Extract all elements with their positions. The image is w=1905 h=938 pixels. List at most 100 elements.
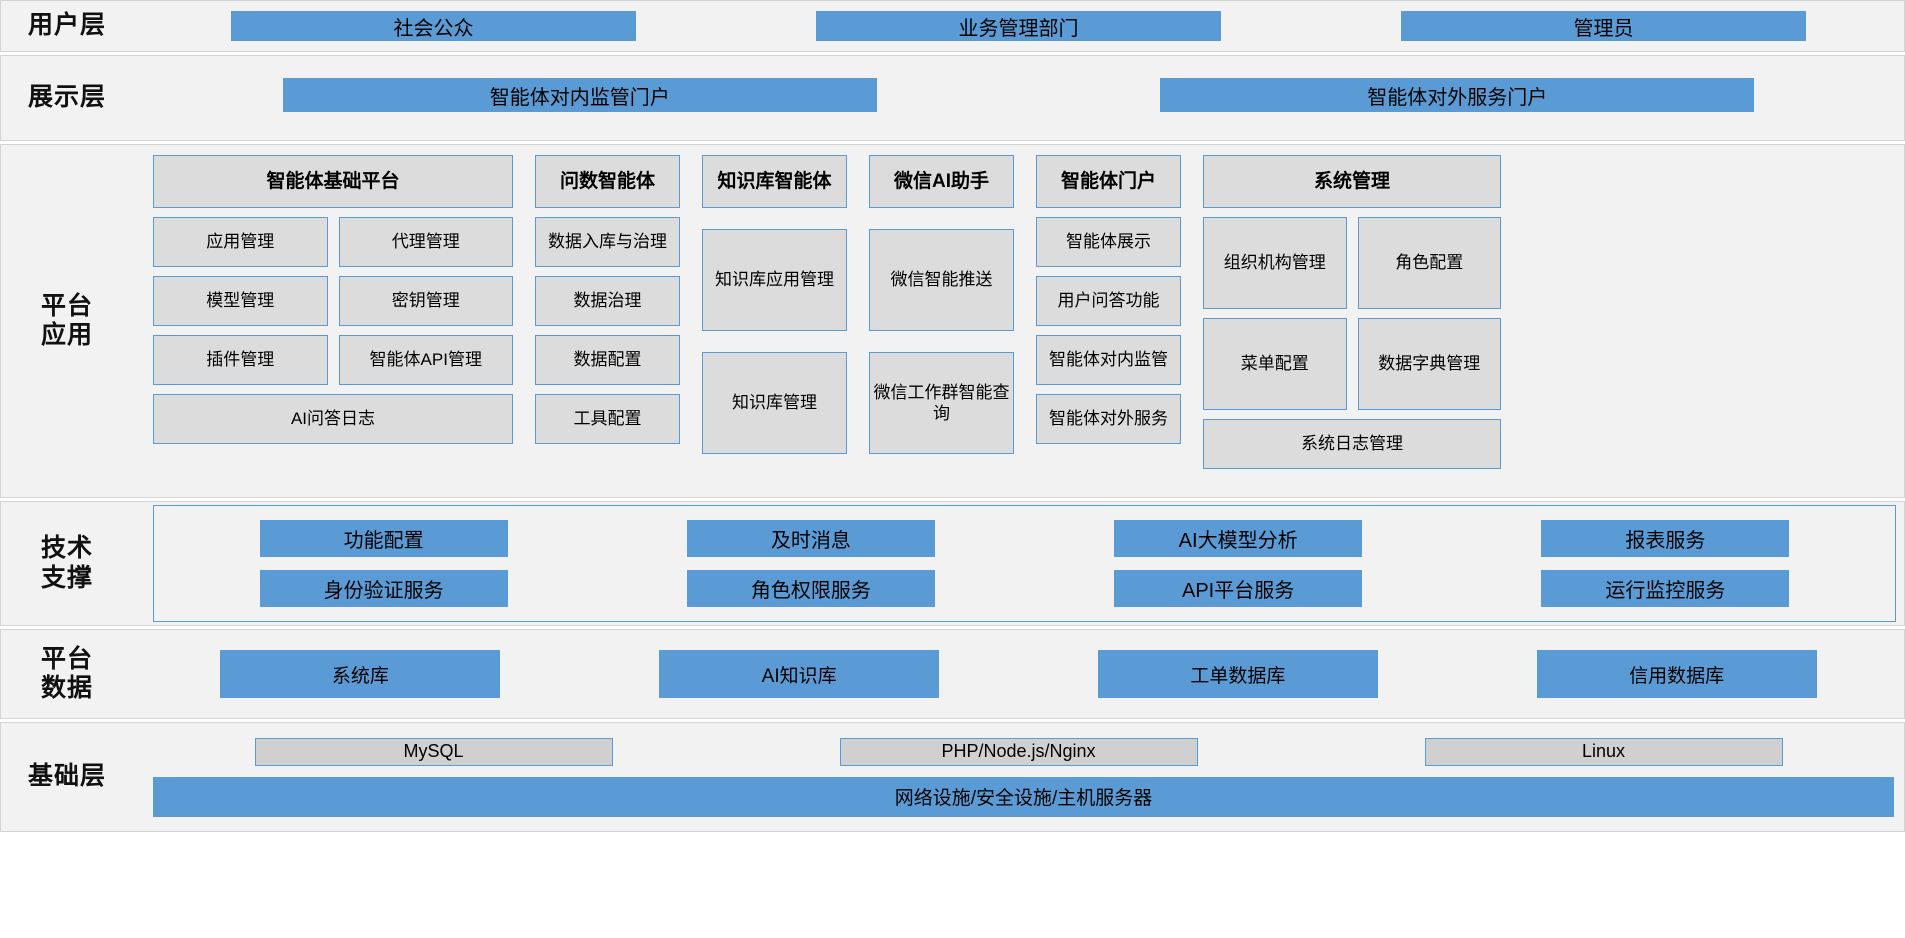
item-org-management[interactable]: 组织机构管理	[1203, 217, 1347, 309]
group-agent-portal: 智能体门户 智能体展示 用户问答功能 智能体对内监管 智能体对外服务	[1036, 155, 1181, 485]
column-spacer	[1014, 155, 1036, 485]
column-spacer	[847, 155, 869, 485]
base-item-linux[interactable]: Linux	[1424, 737, 1783, 766]
tech-slot-2: 及时消息	[597, 520, 1024, 557]
group-title-wechat-ai-assistant[interactable]: 微信AI助手	[869, 155, 1014, 208]
group-row: 智能体对外服务	[1036, 394, 1181, 444]
data-item-ai-knowledge-db[interactable]: AI知识库	[659, 650, 940, 698]
layer-presentation-body: 智能体对内监管门户 智能体对外服务门户	[133, 56, 1904, 140]
group-row: 微信工作群智能查询	[869, 352, 1014, 454]
group-row: 知识库管理	[702, 352, 847, 454]
tech-slot-1: 功能配置	[170, 520, 597, 557]
item-tool-config[interactable]: 工具配置	[535, 394, 680, 444]
base-row-2: 网络设施/安全设施/主机服务器	[141, 776, 1896, 817]
layer-platform-data: 平台 数据 系统库 AI知识库 工单数据库 信用数据库	[0, 629, 1905, 719]
tech-item-ai-llm-analysis[interactable]: AI大模型分析	[1114, 520, 1363, 557]
item-model-management[interactable]: 模型管理	[153, 276, 328, 326]
tech-item-auth-service[interactable]: 身份验证服务	[259, 570, 508, 607]
group-row: 微信智能推送	[869, 229, 1014, 331]
item-agent-internal-supervision[interactable]: 智能体对内监管	[1036, 335, 1181, 385]
platform-label-line2: 应用	[40, 321, 93, 349]
presentation-item-internal-portal[interactable]: 智能体对内监管门户	[282, 78, 877, 112]
base-row-1: MySQL PHP/Node.js/Nginx Linux	[141, 737, 1896, 766]
item-wechat-smart-push[interactable]: 微信智能推送	[869, 229, 1014, 331]
group-title-agent-portal[interactable]: 智能体门户	[1036, 155, 1181, 208]
item-system-log-management[interactable]: 系统日志管理	[1203, 419, 1501, 469]
group-spacer	[702, 340, 847, 352]
group-title-knowledge-base-agent[interactable]: 知识库智能体	[702, 155, 847, 208]
tech-item-api-platform-service[interactable]: API平台服务	[1114, 570, 1363, 607]
data-item-system-db[interactable]: 系统库	[220, 650, 501, 698]
user-item-admin[interactable]: 管理员	[1401, 11, 1806, 41]
item-kb-app-management[interactable]: 知识库应用管理	[702, 229, 847, 331]
base-item-infrastructure[interactable]: 网络设施/安全设施/主机服务器	[153, 776, 1894, 817]
item-agent-management[interactable]: 代理管理	[338, 217, 513, 267]
group-agent-base-platform: 智能体基础平台 应用管理 代理管理 模型管理 密钥管理 插件管理 智能体API管…	[153, 155, 513, 485]
tech-item-instant-message[interactable]: 及时消息	[686, 520, 935, 557]
data-slot-2: AI知识库	[580, 650, 1019, 698]
item-menu-config[interactable]: 菜单配置	[1203, 318, 1347, 410]
item-agent-external-service[interactable]: 智能体对外服务	[1036, 394, 1181, 444]
item-role-config[interactable]: 角色配置	[1357, 217, 1501, 309]
item-data-dictionary-management[interactable]: 数据字典管理	[1357, 318, 1501, 410]
item-kb-management[interactable]: 知识库管理	[702, 352, 847, 454]
platform-label-line1: 平台	[40, 291, 93, 320]
layer-platform-data-label: 平台 数据	[1, 630, 133, 718]
base-slot-3: Linux	[1311, 737, 1896, 766]
tech-item-runtime-monitoring-service[interactable]: 运行监控服务	[1541, 570, 1790, 607]
group-row: 用户问答功能	[1036, 276, 1181, 326]
data-slot-4: 信用数据库	[1457, 650, 1896, 698]
group-row: 工具配置	[535, 394, 680, 444]
group-system-management: 系统管理 组织机构管理 角色配置 菜单配置 数据字典管理 系统日志管理	[1203, 155, 1501, 485]
user-slot-3: 管理员	[1311, 11, 1896, 41]
tech-slot-3: AI大模型分析	[1025, 520, 1452, 557]
tech-item-role-permission-service[interactable]: 角色权限服务	[686, 570, 935, 607]
item-agent-showcase[interactable]: 智能体展示	[1036, 217, 1181, 267]
group-row: 组织机构管理 角色配置	[1203, 217, 1501, 309]
item-ai-qa-log[interactable]: AI问答日志	[153, 394, 513, 444]
group-row: 智能体对内监管	[1036, 335, 1181, 385]
tech-item-report-service[interactable]: 报表服务	[1541, 520, 1790, 557]
group-title-system-management[interactable]: 系统管理	[1203, 155, 1501, 208]
group-row: 系统日志管理	[1203, 419, 1501, 469]
data-item-credit-db[interactable]: 信用数据库	[1536, 650, 1817, 698]
layer-tech-support-body: 功能配置 及时消息 AI大模型分析 报表服务 身份验证服务	[133, 502, 1904, 625]
group-row: 数据配置	[535, 335, 680, 385]
layer-platform-application-label: 平台 应用	[1, 145, 133, 497]
data-item-work-order-db[interactable]: 工单数据库	[1097, 650, 1378, 698]
group-spacer	[869, 217, 1014, 229]
item-user-qa-function[interactable]: 用户问答功能	[1036, 276, 1181, 326]
item-data-ingest-governance[interactable]: 数据入库与治理	[535, 217, 680, 267]
item-data-governance[interactable]: 数据治理	[535, 276, 680, 326]
item-data-config[interactable]: 数据配置	[535, 335, 680, 385]
group-spacer	[869, 340, 1014, 352]
base-slot-1: MySQL	[141, 737, 726, 766]
base-item-php-node-nginx[interactable]: PHP/Node.js/Nginx	[839, 737, 1198, 766]
layer-tech-support: 技术 支撑 功能配置 及时消息 AI大模型分析 报表服务	[0, 501, 1905, 626]
base-item-mysql[interactable]: MySQL	[254, 737, 613, 766]
group-wechat-ai-assistant: 微信AI助手 微信智能推送 微信工作群智能查询	[869, 155, 1014, 485]
item-key-management[interactable]: 密钥管理	[338, 276, 513, 326]
group-row: 应用管理 代理管理	[153, 217, 513, 267]
group-knowledge-base-agent: 知识库智能体 知识库应用管理 知识库管理	[702, 155, 847, 485]
item-agent-api-management[interactable]: 智能体API管理	[338, 335, 513, 385]
group-title-agent-base-platform[interactable]: 智能体基础平台	[153, 155, 513, 208]
item-plugin-management[interactable]: 插件管理	[153, 335, 328, 385]
tech-slot-6: 角色权限服务	[597, 570, 1024, 607]
user-item-business-dept[interactable]: 业务管理部门	[816, 11, 1221, 41]
presentation-item-external-portal[interactable]: 智能体对外服务门户	[1160, 78, 1755, 112]
column-spacer	[513, 155, 535, 485]
data-label-line1: 平台	[40, 644, 93, 673]
tech-support-row-1: 功能配置 及时消息 AI大模型分析 报表服务	[170, 520, 1879, 557]
item-app-management[interactable]: 应用管理	[153, 217, 328, 267]
group-title-data-query-agent[interactable]: 问数智能体	[535, 155, 680, 208]
tech-support-container: 功能配置 及时消息 AI大模型分析 报表服务 身份验证服务	[153, 505, 1896, 622]
user-item-public[interactable]: 社会公众	[231, 11, 636, 41]
layer-presentation-label: 展示层	[27, 83, 106, 112]
item-wechat-group-query[interactable]: 微信工作群智能查询	[869, 352, 1014, 454]
group-row: AI问答日志	[153, 394, 513, 444]
tech-support-row-2: 身份验证服务 角色权限服务 API平台服务 运行监控服务	[170, 570, 1879, 607]
tech-item-function-config[interactable]: 功能配置	[259, 520, 508, 557]
group-row: 模型管理 密钥管理	[153, 276, 513, 326]
